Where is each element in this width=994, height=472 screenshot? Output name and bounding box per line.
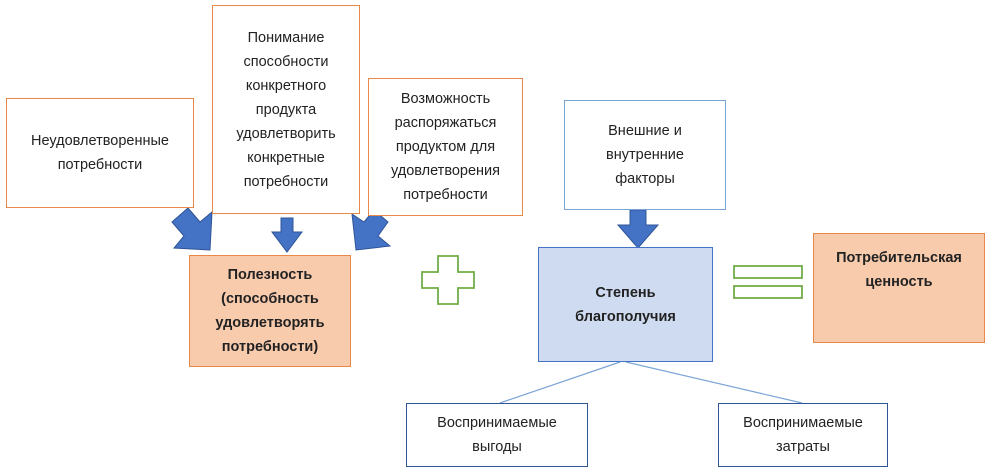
connector-line-benefits <box>499 361 621 404</box>
ability-dispose-label: Возможность распоряжаться продуктом для … <box>390 91 501 203</box>
consumer-value-box: Потребительская ценность <box>813 233 985 343</box>
understanding-label: Понимание способности конкретного продук… <box>236 29 336 190</box>
down-arrow-icon <box>171 207 213 251</box>
perceived-benefits-box: Воспринимаемые выгоды <box>406 403 588 467</box>
perceived-costs-label: Воспринимаемые затраты <box>743 415 863 455</box>
utility-box: Полезность (способность удовлетворять по… <box>189 255 351 367</box>
plus-sign-icon <box>421 255 475 305</box>
utility-label: Полезность (способность удовлетворять по… <box>215 267 325 355</box>
wellbeing-label: Степень благополучия <box>575 284 676 325</box>
perceived-costs-box: Воспринимаемые затраты <box>718 403 888 467</box>
unmet-needs-box: Неудовлетворенные потребности <box>6 98 194 208</box>
factors-box: Внешние и внутренние факторы <box>564 100 726 210</box>
wellbeing-box: Степень благополучия <box>538 247 713 362</box>
equals-sign-icon <box>733 265 803 299</box>
down-arrow-icon <box>616 209 660 249</box>
connector-line-costs <box>625 361 803 404</box>
factors-label: Внешние и внутренние факторы <box>606 123 684 187</box>
consumer-value-label: Потребительская ценность <box>836 250 962 290</box>
down-arrow-icon <box>351 209 392 251</box>
down-arrow-icon <box>271 217 303 253</box>
ability-dispose-box: Возможность распоряжаться продуктом для … <box>368 78 523 216</box>
unmet-needs-label: Неудовлетворенные потребности <box>31 133 169 173</box>
understanding-box: Понимание способности конкретного продук… <box>212 5 360 214</box>
perceived-benefits-label: Воспринимаемые выгоды <box>437 415 557 455</box>
